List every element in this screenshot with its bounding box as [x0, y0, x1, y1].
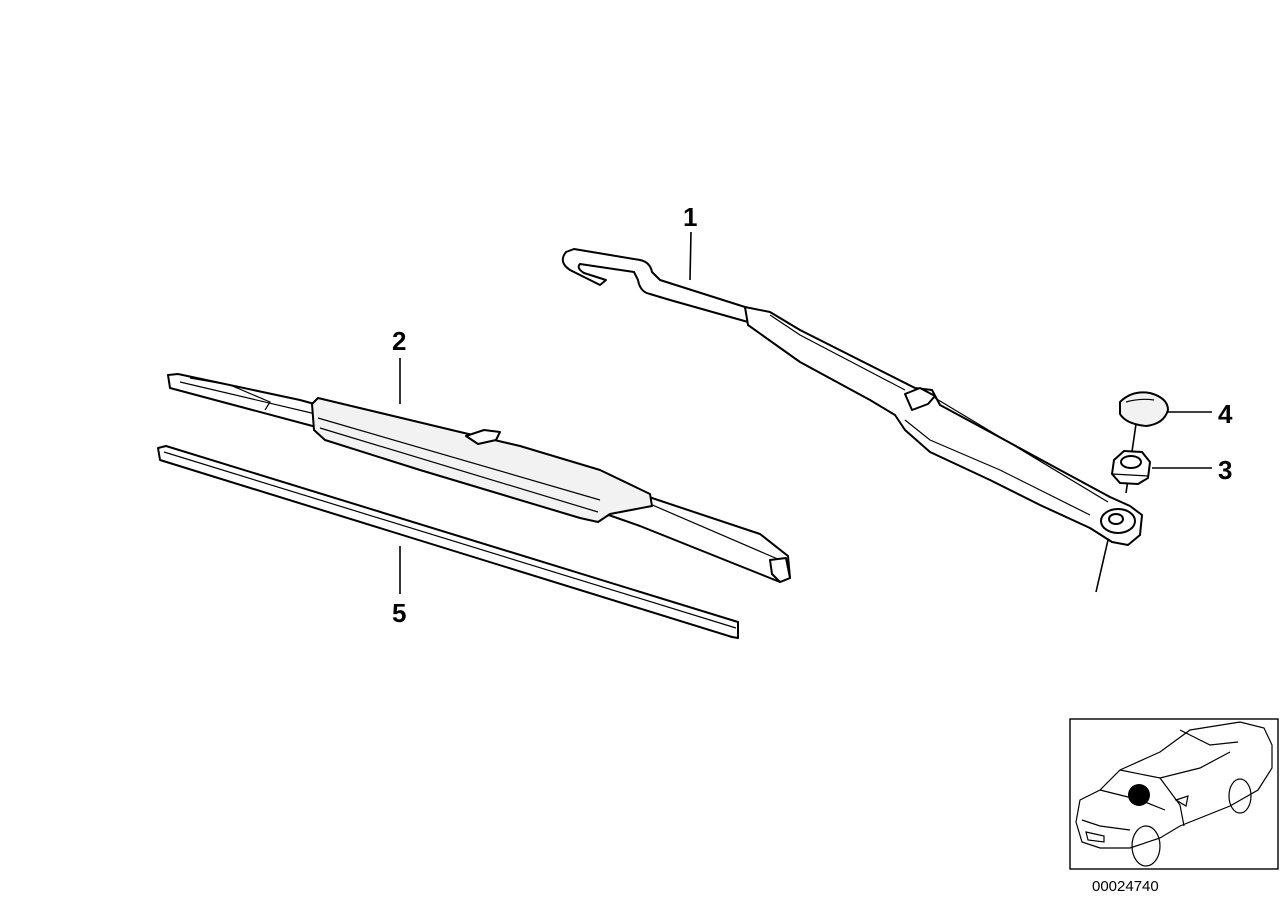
callout-3: 3 [1218, 455, 1232, 485]
callout-4: 4 [1218, 399, 1233, 429]
nut-part [1111, 450, 1151, 485]
callout-5: 5 [392, 598, 406, 628]
leader-line-1 [689, 231, 692, 281]
vehicle-locator-thumbnail [1069, 718, 1279, 870]
pivot-axis-line [1095, 539, 1109, 593]
figure-number: 00024740 [1092, 878, 1159, 895]
location-marker-dot [1128, 784, 1150, 806]
wiper-arm [561, 248, 1143, 546]
callout-1: 1 [683, 202, 697, 232]
callout-2: 2 [392, 326, 406, 356]
cap-part [1119, 391, 1169, 427]
wiper-rubber-insert [157, 445, 739, 639]
wiper-blade [167, 373, 791, 583]
